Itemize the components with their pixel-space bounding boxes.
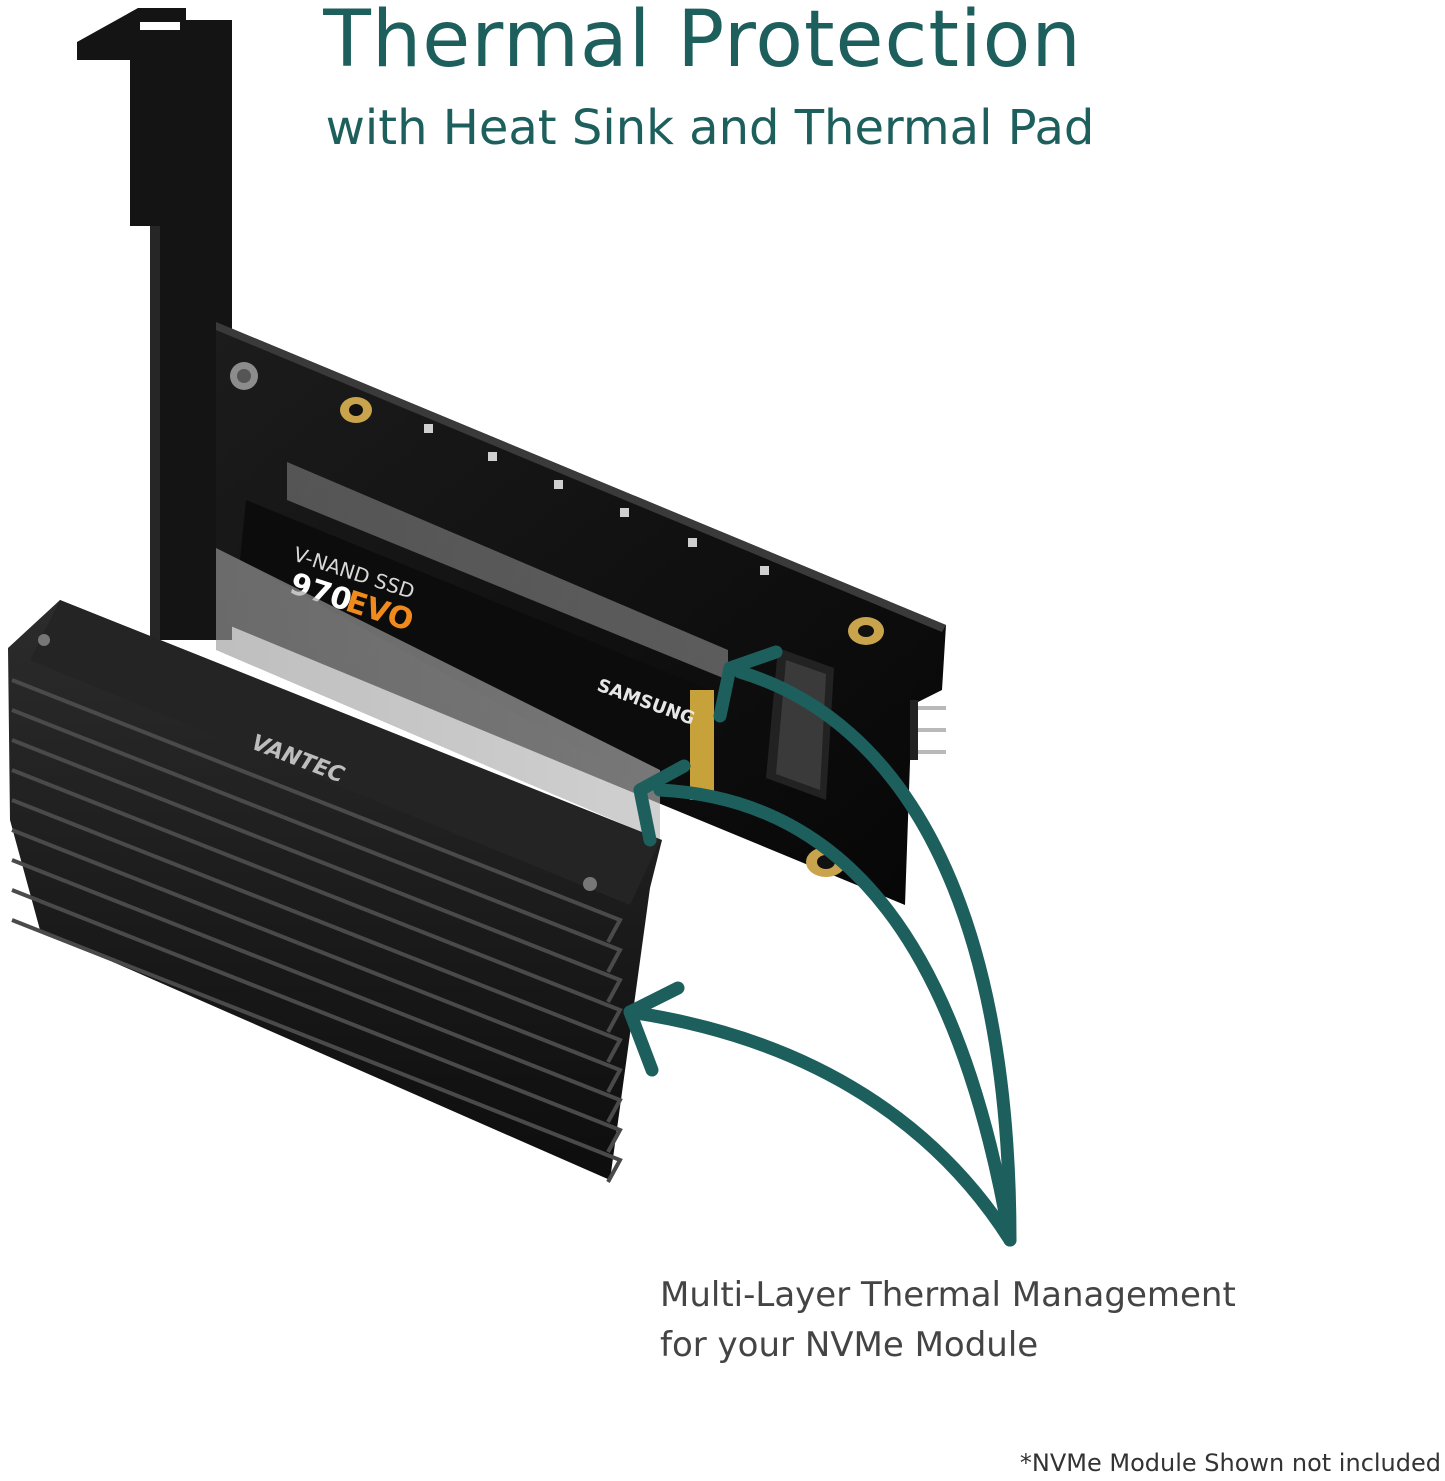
m2-slot	[766, 648, 834, 800]
callout-arrows	[623, 645, 1017, 1247]
thermal-pad-top	[287, 462, 728, 680]
fan-header	[910, 700, 946, 760]
heat-sink-fin	[11, 918, 623, 1183]
heat-sink-fins	[11, 678, 623, 1183]
arrow-to-heatsink	[623, 1005, 1017, 1247]
heat-sink-fin	[11, 768, 623, 1033]
heat-sink-fin	[11, 858, 623, 1123]
heat-sink-fin	[11, 708, 623, 973]
heat-sink-fin	[11, 798, 623, 1063]
heat-sink-fin	[11, 738, 623, 1003]
footnote: *NVMe Module Shown not included	[1019, 1449, 1441, 1477]
arrow-head-1	[713, 645, 783, 723]
page-subtitle: with Heat Sink and Thermal Pad	[325, 100, 1095, 156]
callout-line-2: for your NVMe Module	[660, 1325, 1039, 1365]
arrow-to-bracket-pad	[733, 665, 1017, 1247]
page-title: Thermal Protection	[323, 0, 1082, 85]
heat-sink-fin	[11, 678, 623, 943]
heat-sink-fin	[11, 828, 623, 1093]
heat-sink-screw	[38, 634, 50, 646]
led-row	[424, 424, 769, 575]
arrow-head-2	[633, 759, 691, 847]
heat-sink: VANTEC	[8, 600, 662, 1183]
pci-bracket	[77, 8, 232, 640]
heat-sink-screw	[583, 877, 597, 891]
callout-text: Multi-Layer Thermal Management for your …	[660, 1270, 1236, 1370]
arrow-head-3	[623, 981, 685, 1077]
thermal-pads	[216, 462, 728, 840]
callout-line-1: Multi-Layer Thermal Management	[660, 1275, 1236, 1315]
thermal-pad-bottom	[216, 548, 660, 840]
heat-sink-fin	[11, 888, 623, 1153]
arrow-to-ssd-pad	[653, 783, 1017, 1247]
